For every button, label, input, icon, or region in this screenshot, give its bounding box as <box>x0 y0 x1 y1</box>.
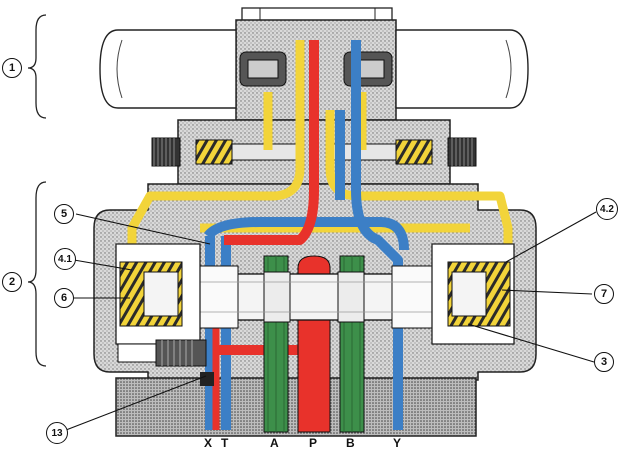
port-label-a: A <box>270 436 279 450</box>
pilot-end-cap-left <box>151 137 181 167</box>
bracket-2 <box>27 181 47 367</box>
port-label-x: X <box>204 436 213 450</box>
port-label-t: T <box>221 436 229 450</box>
pilot-spring-right <box>395 139 433 165</box>
main-spool <box>175 265 449 329</box>
bracket-1 <box>27 14 47 119</box>
callout-2: 2 <box>2 272 22 292</box>
pilot-end-cap-right <box>447 137 477 167</box>
callout-4-2: 4.2 <box>596 198 618 220</box>
port-label-p: P <box>309 436 318 450</box>
port-label-b: B <box>346 436 355 450</box>
callout-1: 1 <box>2 58 22 78</box>
callout-6: 6 <box>54 288 74 308</box>
right-solenoid-coil <box>395 29 529 109</box>
callout-4-1: 4.1 <box>54 248 76 270</box>
callout-5: 5 <box>54 204 74 224</box>
right-spring-chamber <box>431 243 515 345</box>
pilot-plug-13 <box>117 339 214 386</box>
callout-13: 13 <box>46 422 68 444</box>
left-solenoid-coil <box>99 29 237 109</box>
callout-3: 3 <box>594 352 614 372</box>
callout-7: 7 <box>594 284 614 304</box>
pilot-armature-left <box>239 51 287 87</box>
port-label-y: Y <box>393 436 402 450</box>
pilot-spring-left <box>195 139 233 165</box>
left-spring-chamber <box>115 243 201 345</box>
pilot-channels-yellow <box>127 40 513 264</box>
leader-lines <box>65 211 597 431</box>
sub-plate <box>115 377 477 437</box>
